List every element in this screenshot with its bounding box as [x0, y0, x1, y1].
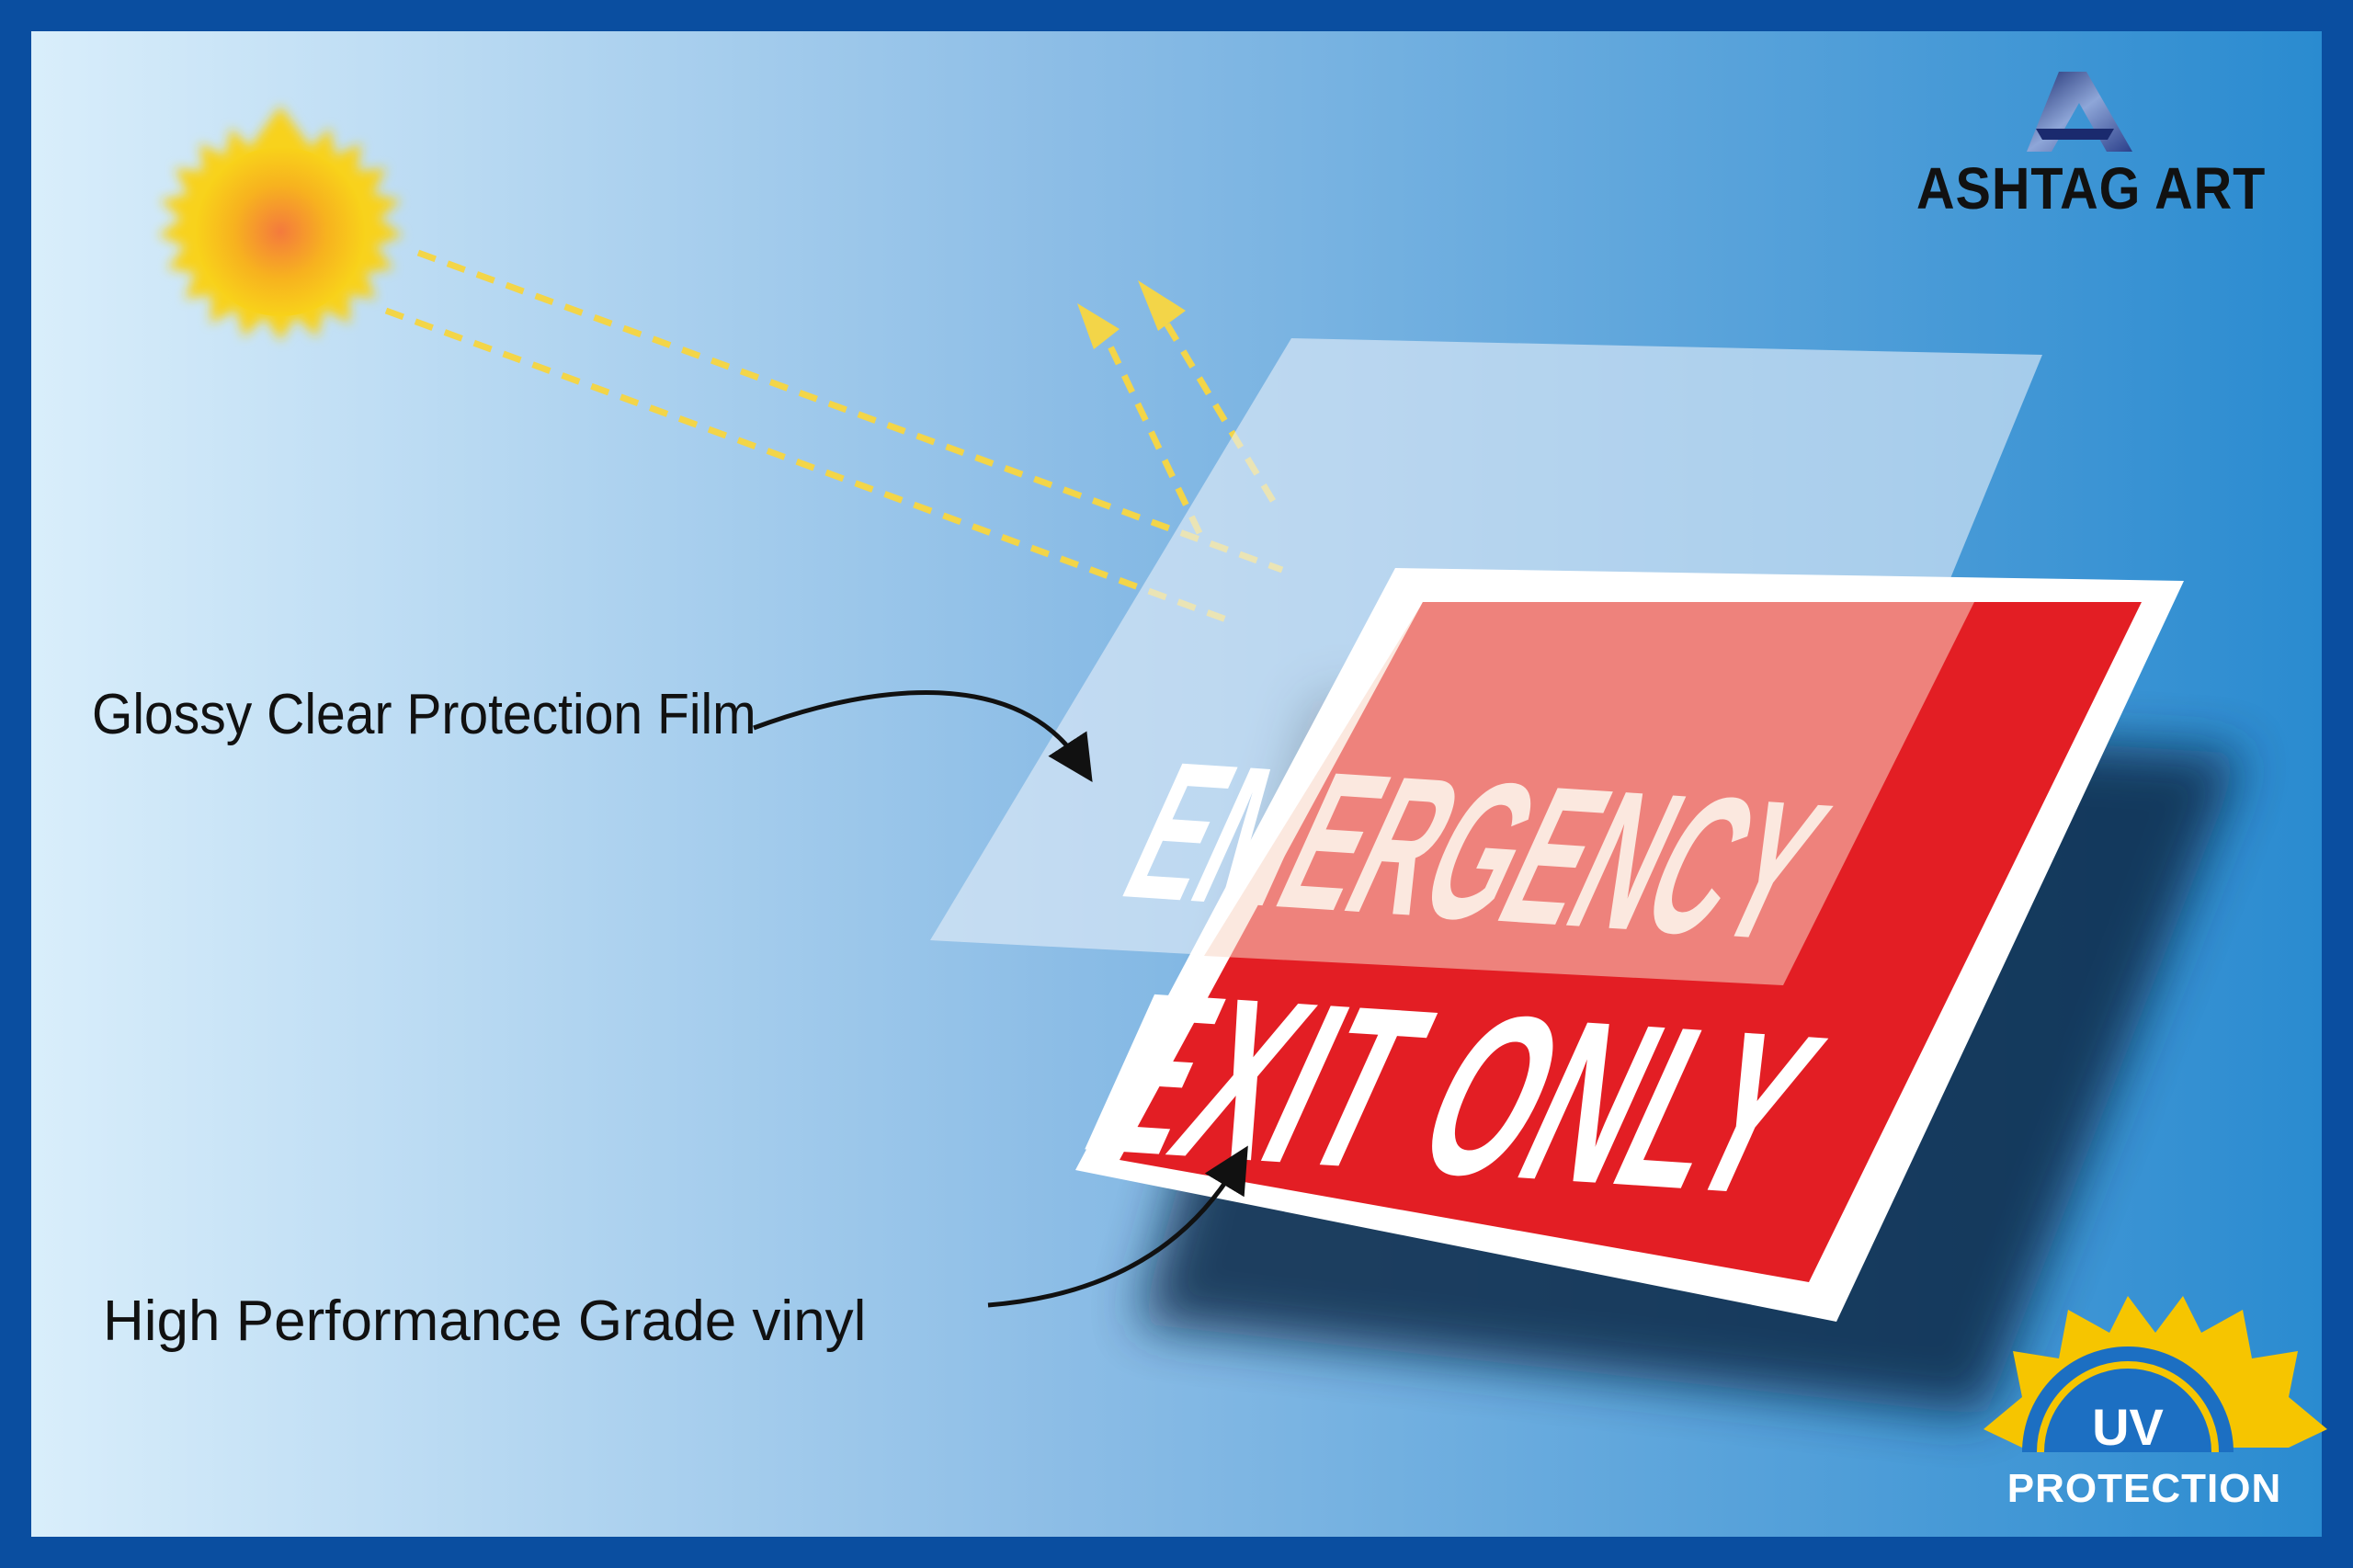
reflected-ray-arrowheads — [1077, 280, 1186, 349]
brand-name: ASHTAG ART — [1916, 155, 2267, 222]
uv-protection-sun-icon — [1984, 1296, 2327, 1453]
uv-badge-text: UV — [2092, 1398, 2164, 1456]
sun-icon — [158, 106, 403, 341]
film-callout-arrow — [753, 690, 1093, 782]
a-letter-logo-icon — [2027, 72, 2132, 152]
protection-badge-text: PROTECTION — [2006, 1466, 2282, 1511]
vinyl-callout-arrow — [987, 1145, 1248, 1308]
vinyl-label: High Performance Grade vinyl — [103, 1290, 867, 1353]
sign-line-exit-only: EXIT ONLY — [1054, 945, 1853, 1242]
film-overlap-tint — [1204, 602, 1974, 985]
film-label: Glossy Clear Protection Film — [92, 683, 756, 746]
exit-sign: EMERGENCY EXIT ONLY — [1054, 568, 2184, 1322]
